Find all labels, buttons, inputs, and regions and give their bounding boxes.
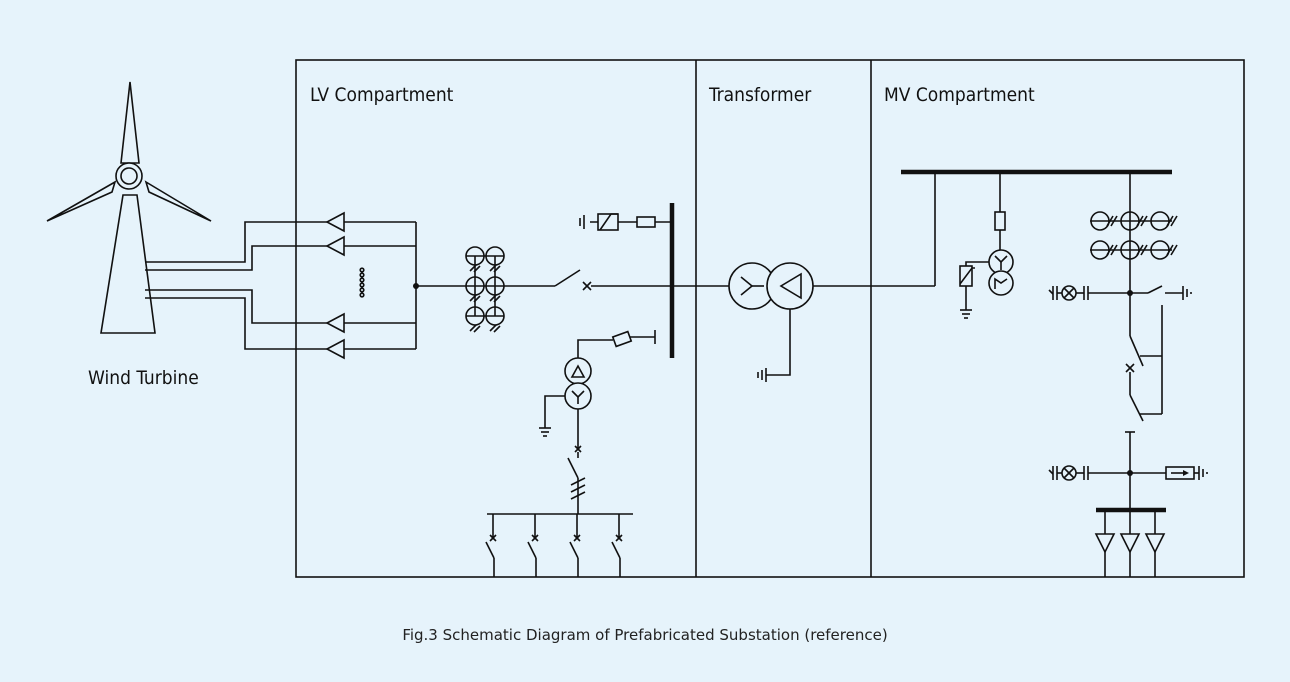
mv-cable-terminations: [1094, 510, 1166, 577]
turbine-hub-inner: [120, 167, 138, 185]
mv-load-switch-icon: [1125, 335, 1144, 510]
turbine-blade-right: [144, 180, 212, 222]
mv-feeder: [1048, 172, 1208, 577]
generator-cables: [145, 221, 335, 350]
mv-voltage-transformer-icon: [959, 172, 1014, 319]
turbine-blade-top: [120, 81, 140, 164]
turbine-blade-left: [46, 180, 117, 222]
mv-lower-voltage-indicator-icon: [1048, 465, 1133, 481]
mv-vt-fuse-icon: [994, 211, 1006, 231]
wind-turbine-icon: [46, 81, 212, 334]
lv-compartment-label: LV Compartment: [310, 84, 454, 106]
substation-enclosure: [295, 59, 1245, 578]
compartment-frames: [295, 59, 1245, 578]
mv-current-transformer-icons: [1090, 211, 1178, 260]
transformer-label: Transformer: [708, 84, 812, 106]
converter-ellipsis-icon: [359, 267, 365, 298]
turbine-tower: [100, 194, 156, 334]
auxiliary-transformer-icon: [539, 330, 656, 514]
mv-compartment-label: MV Compartment: [884, 84, 1035, 106]
aux-fuse-icon: [611, 330, 633, 348]
main-transformer-icon: [672, 262, 935, 382]
converter-arrow-4: [325, 338, 345, 360]
fuse-icon: [636, 216, 656, 228]
mv-earthing-switch-icon: [1130, 285, 1192, 415]
lv-distribution-feeders: [485, 513, 633, 577]
cable-3: [145, 289, 335, 324]
surge-arrester-icon: [579, 213, 672, 231]
converter-arrows: [325, 211, 419, 360]
converter-arrow-1: [325, 211, 345, 233]
mv-surge-indicator-icon: [1130, 466, 1208, 480]
cable-1: [145, 221, 335, 263]
converter-arrow-2: [325, 235, 345, 257]
lv-circuit-breaker-icon: [554, 269, 592, 291]
figure-caption: Fig.3 Schematic Diagram of Prefabricated…: [402, 626, 887, 644]
current-transformer-icons: [465, 246, 505, 333]
converter-arrow-3: [325, 312, 345, 334]
wind-turbine-label: Wind Turbine: [88, 367, 199, 389]
cable-4: [145, 297, 335, 350]
cable-2: [145, 245, 335, 271]
mv-upper-voltage-indicator-icon: [1048, 285, 1133, 301]
